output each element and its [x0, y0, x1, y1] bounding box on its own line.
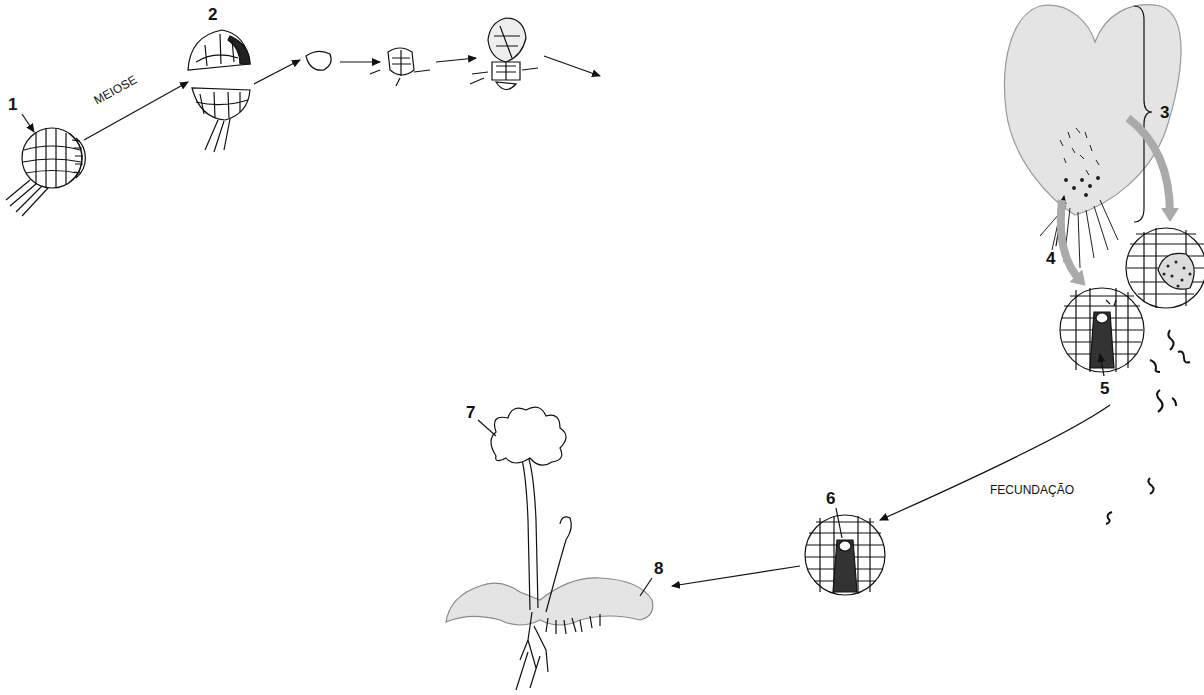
callout-number: 8 [654, 560, 663, 577]
callout-number: 2 [208, 6, 217, 23]
stage-label: FECUNDAÇÃO [990, 484, 1074, 496]
callout-number: 6 [826, 490, 835, 507]
callout-number: 7 [466, 404, 475, 421]
stage-label: MEIOSE [92, 73, 139, 106]
callout-number: 1 [8, 96, 17, 113]
callout-number: 4 [1046, 250, 1055, 267]
callout-number: 5 [1100, 380, 1109, 397]
callout-number: 3 [1160, 104, 1169, 121]
